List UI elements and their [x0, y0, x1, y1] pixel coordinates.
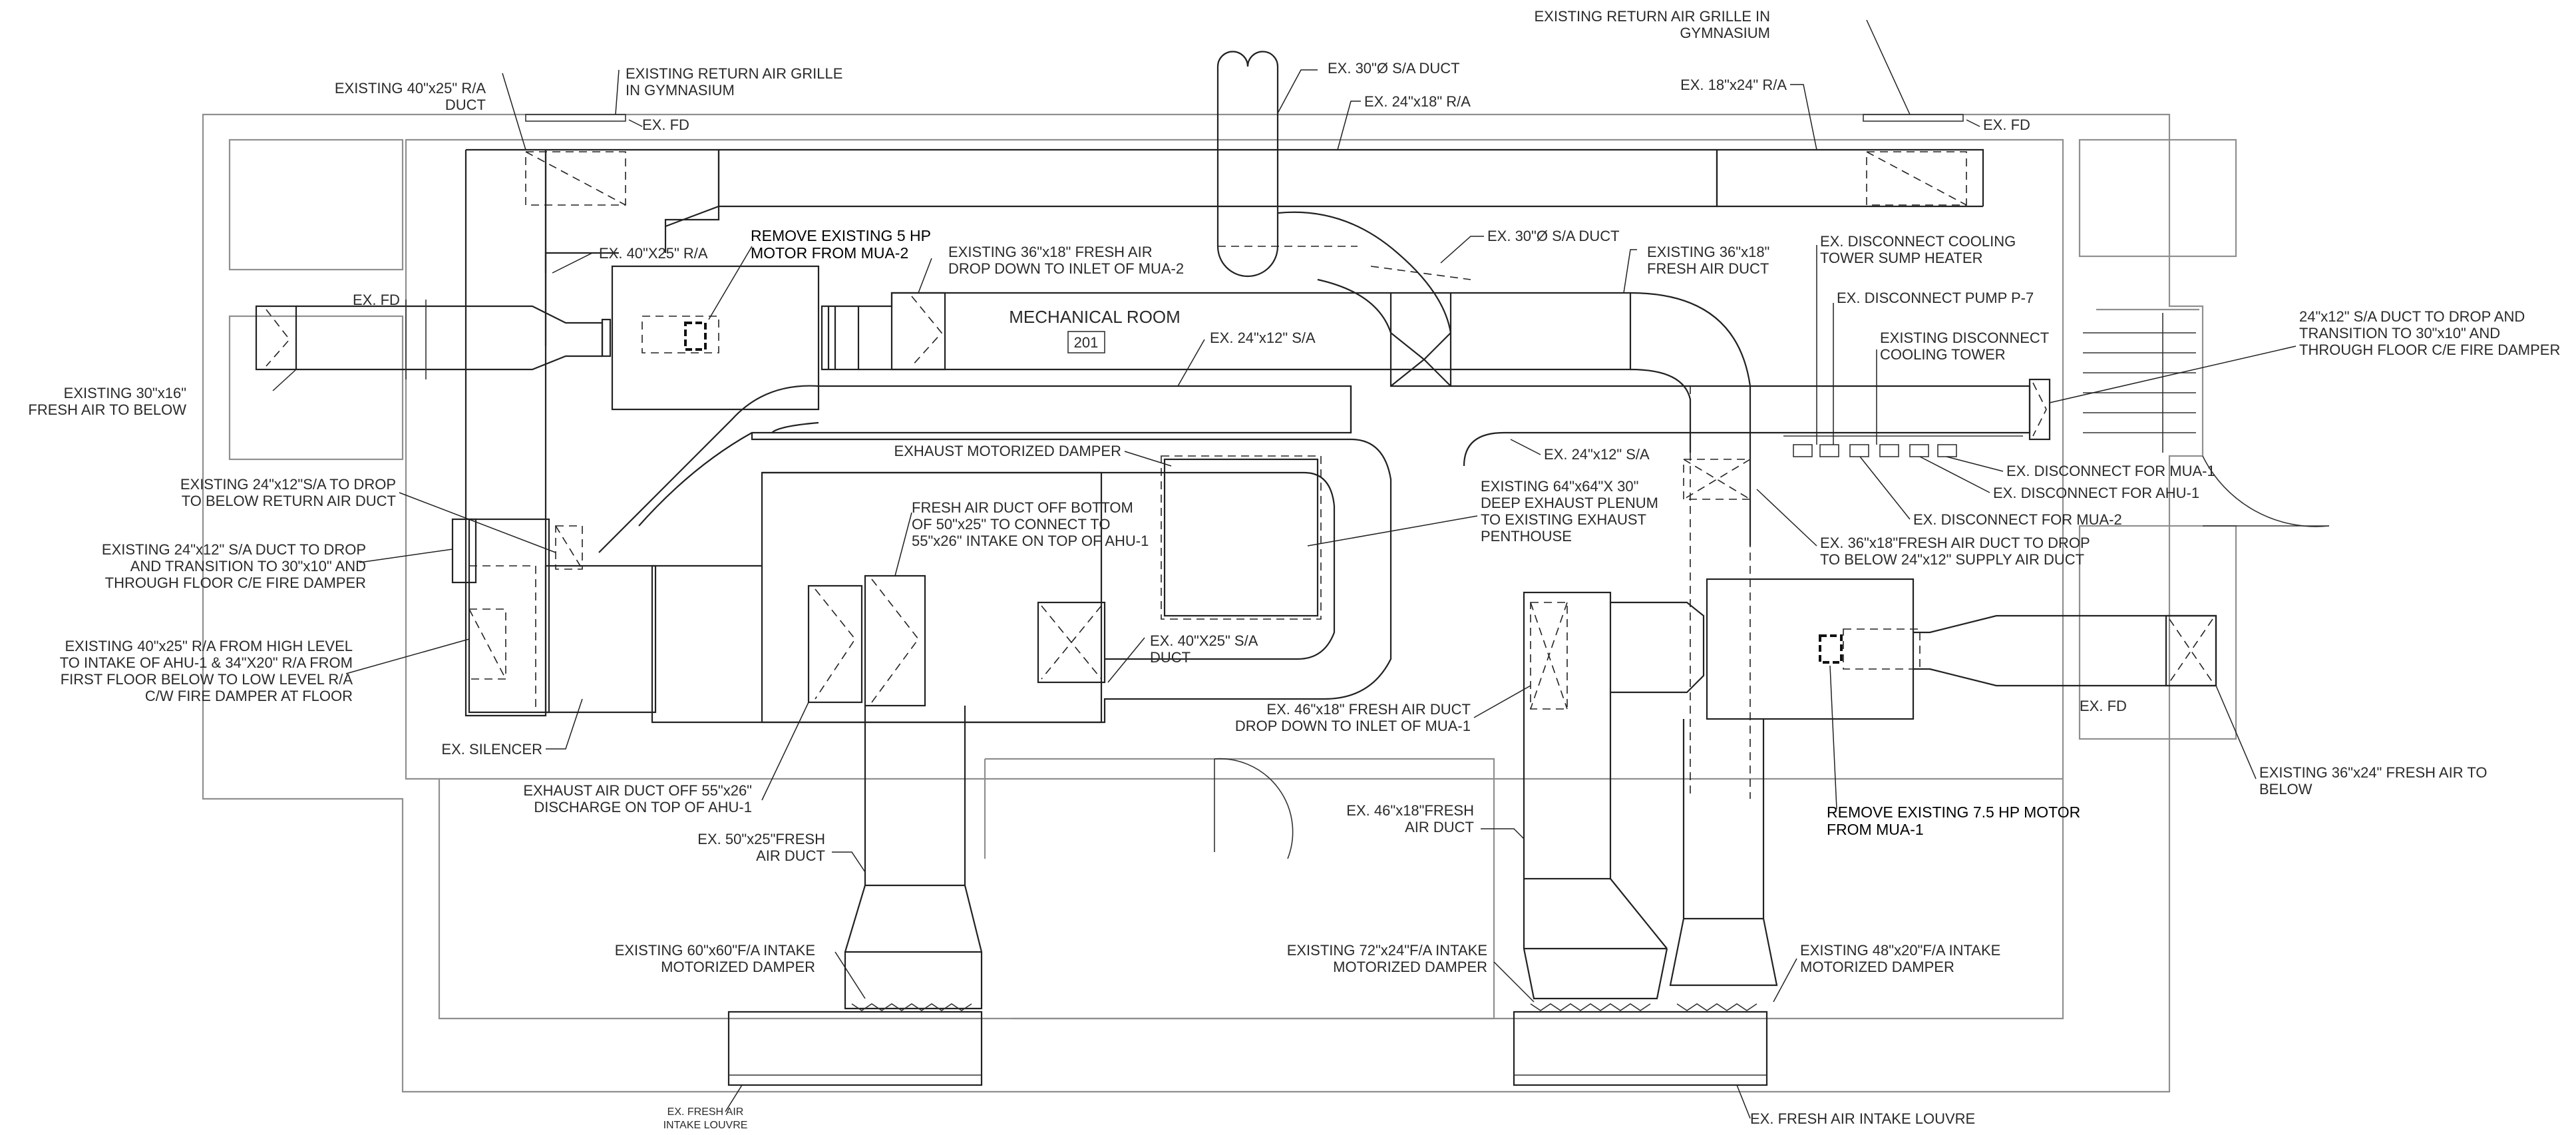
label-ra-40x25-2: DUCT — [445, 97, 486, 113]
label-sa-24x12-drop-left: EXISTING 24"x12" S/A DUCT TO DROP — [102, 541, 366, 558]
label-disc-ahu1: EX. DISCONNECT FOR AHU-1 — [1993, 485, 2199, 501]
label-remove-75hp-2: FROM MUA-1 — [1827, 821, 1924, 838]
label-disc-tower-2: COOLING TOWER — [1880, 346, 2006, 363]
leader-lines — [272, 19, 2297, 1119]
room-name: MECHANICAL ROOM — [1009, 307, 1181, 327]
label-ex-fd-top-left: EX. FD — [642, 116, 689, 133]
label-sa-24x12-drop-left-3: THROUGH FLOOR C/E FIRE DAMPER — [105, 574, 366, 591]
label-sa-40x25-2: DUCT — [1150, 649, 1191, 666]
label-disc-mua1: EX. DISCONNECT FOR MUA-1 — [2006, 463, 2215, 479]
label-fa-30x16: EXISTING 30"x16" — [64, 385, 186, 401]
fresh-air-intakes — [727, 459, 1778, 1086]
label-fa-36x18-right-2: FRESH AIR DUCT — [1647, 260, 1769, 277]
label-intake-60x60: EXISTING 60"x60"F/A INTAKE — [615, 942, 815, 959]
label-fa-36x24: EXISTING 36"x24" FRESH AIR TO — [2259, 764, 2487, 781]
return-air-ductwork — [464, 114, 1984, 717]
label-fa-36x18-mua2: EXISTING 36"x18" FRESH AIR — [948, 244, 1153, 260]
label-plenum: EXISTING 64"x64"X 30" — [1481, 478, 1638, 495]
label-remove-75hp: REMOVE EXISTING 7.5 HP MOTOR — [1827, 803, 2080, 821]
label-ra-40x25-high: EXISTING 40"x25" R/A FROM HIGH LEVEL — [65, 638, 353, 654]
label-sa-24x12-right: EX. 24"x12" S/A — [1544, 446, 1650, 463]
label-sa-24x12-drop-ra-2: TO BELOW RETURN AIR DUCT — [182, 493, 396, 509]
label-sa-24x12-drop-right: 24"x12" S/A DUCT TO DROP AND — [2299, 308, 2525, 325]
label-fa-46x18-mua1-2: DROP DOWN TO INLET OF MUA-1 — [1235, 718, 1471, 734]
label-ra-40x25-high-3: FIRST FLOOR BELOW TO LOW LEVEL R/A — [61, 671, 353, 688]
label-disc-sump: EX. DISCONNECT COOLING — [1820, 233, 2016, 250]
label-disc-pump: EX. DISCONNECT PUMP P-7 — [1837, 290, 2034, 306]
label-fa-36x18-right: EXISTING 36"x18" — [1647, 244, 1769, 260]
label-ra-24x18: EX. 24"x18" R/A — [1364, 93, 1471, 110]
label-remove-5hp-2: MOTOR FROM MUA-2 — [751, 244, 908, 262]
label-fa-36x18-drop: EX. 36"x18"FRESH AIR DUCT TO DROP — [1820, 535, 2090, 551]
label-disc-sump-2: TOWER SUMP HEATER — [1820, 250, 1982, 266]
label-fa-36x18-mua2-2: DROP DOWN TO INLET OF MUA-2 — [948, 260, 1184, 277]
label-remove-5hp: REMOVE EXISTING 5 HP — [751, 227, 931, 244]
label-fa-50x25-3: 55"x26" INTAKE ON TOP OF AHU-1 — [912, 533, 1149, 549]
label-ex-fd-left: EX. FD — [353, 292, 400, 308]
label-sa-24x12-top: EX. 24"x12" S/A — [1210, 330, 1316, 346]
label-fa-50x25: FRESH AIR DUCT OFF BOTTOM — [912, 499, 1133, 516]
label-fa-50x25-2: OF 50"x25" TO CONNECT TO — [912, 516, 1110, 533]
supply-30-dia-duct — [1216, 51, 1471, 387]
label-exhaust-55x26-2: DISCHARGE ON TOP OF AHU-1 — [534, 799, 752, 815]
label-sa-40x25: EX. 40"X25" S/A — [1150, 632, 1258, 649]
label-disc-tower: EXISTING DISCONNECT — [1880, 330, 2049, 346]
annotations: EXISTING RETURN AIR GRILLE IN GYMNASIUM … — [28, 8, 2560, 1131]
label-silencer: EX. SILENCER — [441, 741, 542, 758]
label-return-grille-gym-right-2: GYMNASIUM — [1680, 25, 1770, 41]
label-fa-46x18-mua1: EX. 46"x18" FRESH AIR DUCT — [1266, 701, 1471, 718]
fresh-air-30x16-duct — [255, 265, 860, 411]
label-plenum-3: TO EXISTING EXHAUST — [1481, 511, 1646, 528]
label-intake-72x24-2: MOTORIZED DAMPER — [1333, 959, 1487, 975]
label-fa-46x18-duct-2: AIR DUCT — [1405, 819, 1474, 835]
room-number: 201 — [1074, 334, 1099, 351]
label-intake-48x20: EXISTING 48"x20"F/A INTAKE — [1800, 942, 2000, 959]
label-intake-60x60-2: MOTORIZED DAMPER — [661, 959, 815, 975]
label-disc-mua2: EX. DISCONNECT FOR MUA-2 — [1913, 511, 2122, 528]
building-walls — [202, 113, 2330, 1093]
label-sa-30-duct-mid: EX. 30"Ø S/A DUCT — [1487, 228, 1620, 244]
disconnect-switches — [1783, 435, 2023, 457]
label-sa-24x12-drop-left-2: AND TRANSITION TO 30"x10" AND — [130, 558, 366, 574]
label-exhaust-55x26: EXHAUST AIR DUCT OFF 55"x26" — [523, 782, 752, 799]
label-fa-30x16-2: FRESH AIR TO BELOW — [28, 401, 186, 418]
label-ra-40x25: EXISTING 40"x25" R/A — [335, 80, 486, 97]
label-exh-damper: EXHAUST MOTORIZED DAMPER — [894, 443, 1121, 459]
label-fa-36x24-2: BELOW — [2259, 781, 2312, 797]
label-louvre-left-2: INTAKE LOUVRE — [663, 1120, 748, 1131]
label-return-grille-gym-left-2: IN GYMNASIUM — [626, 82, 735, 99]
label-fa-36x18-drop-2: TO BELOW 24"x12" SUPPLY AIR DUCT — [1820, 551, 2084, 568]
label-sa-24x12-drop-right-3: THROUGH FLOOR C/E FIRE DAMPER — [2299, 341, 2560, 358]
label-louvre-left: EX. FRESH AIR — [667, 1106, 744, 1118]
label-fa-50x25-duct-2: AIR DUCT — [756, 847, 825, 864]
label-sa-30-duct-top: EX. 30"Ø S/A DUCT — [1328, 60, 1460, 77]
label-plenum-2: DEEP EXHAUST PLENUM — [1481, 495, 1658, 511]
label-sa-24x12-drop-ra: EXISTING 24"x12"S/A TO DROP — [180, 476, 396, 493]
label-louvre-right: EX. FRESH AIR INTAKE LOUVRE — [1750, 1110, 1975, 1127]
label-fa-50x25-duct: EX. 50"x25"FRESH — [697, 831, 825, 847]
stair — [2083, 308, 2199, 453]
label-ra-18x24: EX. 18"x24" R/A — [1680, 77, 1787, 93]
label-ra-40x25-high-2: TO INTAKE OF AHU-1 & 34"X20" R/A FROM — [60, 654, 353, 671]
label-plenum-4: PENTHOUSE — [1481, 528, 1572, 545]
label-ex-fd-top-right: EX. FD — [1983, 116, 2030, 133]
label-ex-fd-right: EX. FD — [2080, 698, 2127, 714]
label-ra-40x25-high-4: C/W FIRE DAMPER AT FLOOR — [145, 688, 353, 704]
label-sa-24x12-drop-right-2: TRANSITION TO 30"x10" AND — [2299, 325, 2500, 341]
label-return-grille-gym-right: EXISTING RETURN AIR GRILLE IN — [1534, 8, 1770, 25]
label-ra-ex-40x25: EX. 40"X25" R/A — [599, 245, 708, 262]
mua-1-area — [1523, 578, 2217, 880]
label-return-grille-gym-left: EXISTING RETURN AIR GRILLE — [626, 65, 842, 82]
label-intake-48x20-2: MOTORIZED DAMPER — [1800, 959, 1954, 975]
label-intake-72x24: EXISTING 72"x24"F/A INTAKE — [1287, 942, 1487, 959]
label-fa-46x18-duct: EX. 46"x18"FRESH — [1346, 802, 1474, 819]
ahu-1-area — [451, 433, 1392, 724]
supply-air-24x12-duct — [598, 378, 2051, 553]
room-tag: MECHANICAL ROOM 201 — [1009, 307, 1181, 353]
